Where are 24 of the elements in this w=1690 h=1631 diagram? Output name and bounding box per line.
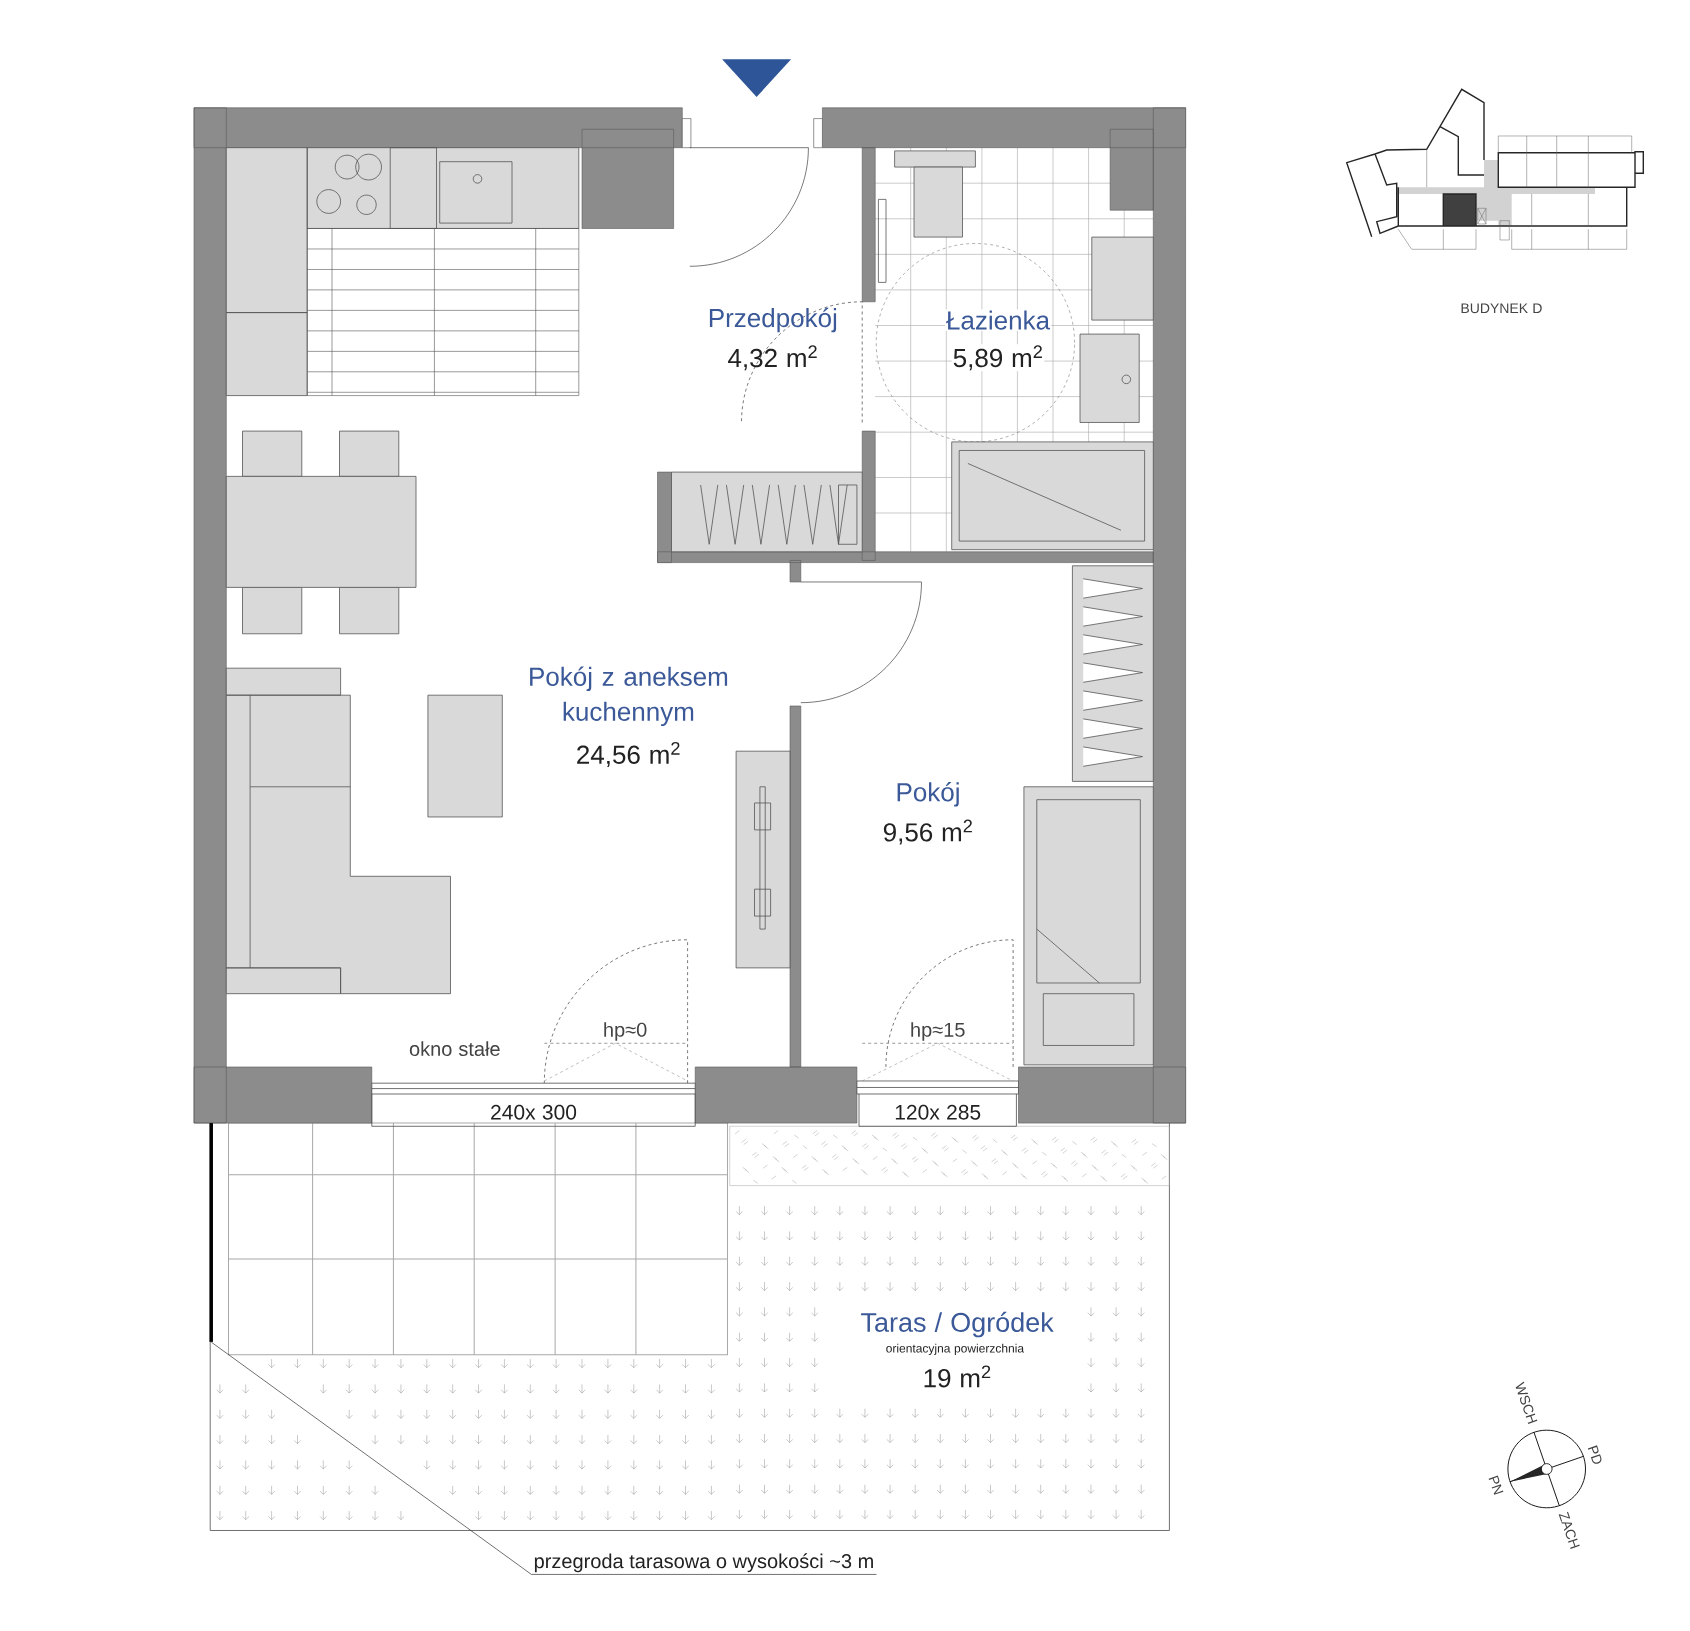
compass-label: ZACH	[1558, 1511, 1580, 1549]
room-name: Pokój z aneksem kuchennym	[530, 666, 728, 727]
area-label: 5,89 m$^{2}$	[951, 344, 1045, 372]
dimension-label: 240x 300	[491, 1104, 577, 1120]
threshold-label: hp≈0	[604, 1022, 647, 1041]
area-label: 9,56 m$^{2}$	[883, 819, 972, 845]
room-name: Łazienka	[944, 309, 1052, 331]
threshold-label: hp≈15	[911, 1022, 965, 1041]
note-label: orientacyjna powierzchnia	[884, 1342, 1026, 1356]
area-label: 19 m$^{2}$	[921, 1364, 993, 1389]
leader-line	[210, 1341, 877, 1575]
room-name: Pokój	[897, 782, 959, 807]
window-label: okno stałe	[409, 1041, 500, 1056]
compass-label: PN	[1488, 1475, 1504, 1495]
building-label: BUDYNEK D	[1461, 303, 1542, 314]
room-name: Taras / Ogródek	[859, 1310, 1055, 1339]
terrace-partition	[209, 1123, 213, 1342]
compass-label: PD	[1587, 1445, 1602, 1464]
leader-text: przegroda tarasowa o wysokości ~3 m	[534, 1553, 873, 1573]
area-label: 4,32 m$^{2}$	[728, 345, 817, 371]
dimension-label: 120x 285	[895, 1104, 981, 1120]
area-label: 24,56 m$^{2}$	[577, 741, 680, 767]
room-name: Przedpokój	[709, 307, 837, 333]
compass-label: WSCH	[1515, 1381, 1538, 1424]
